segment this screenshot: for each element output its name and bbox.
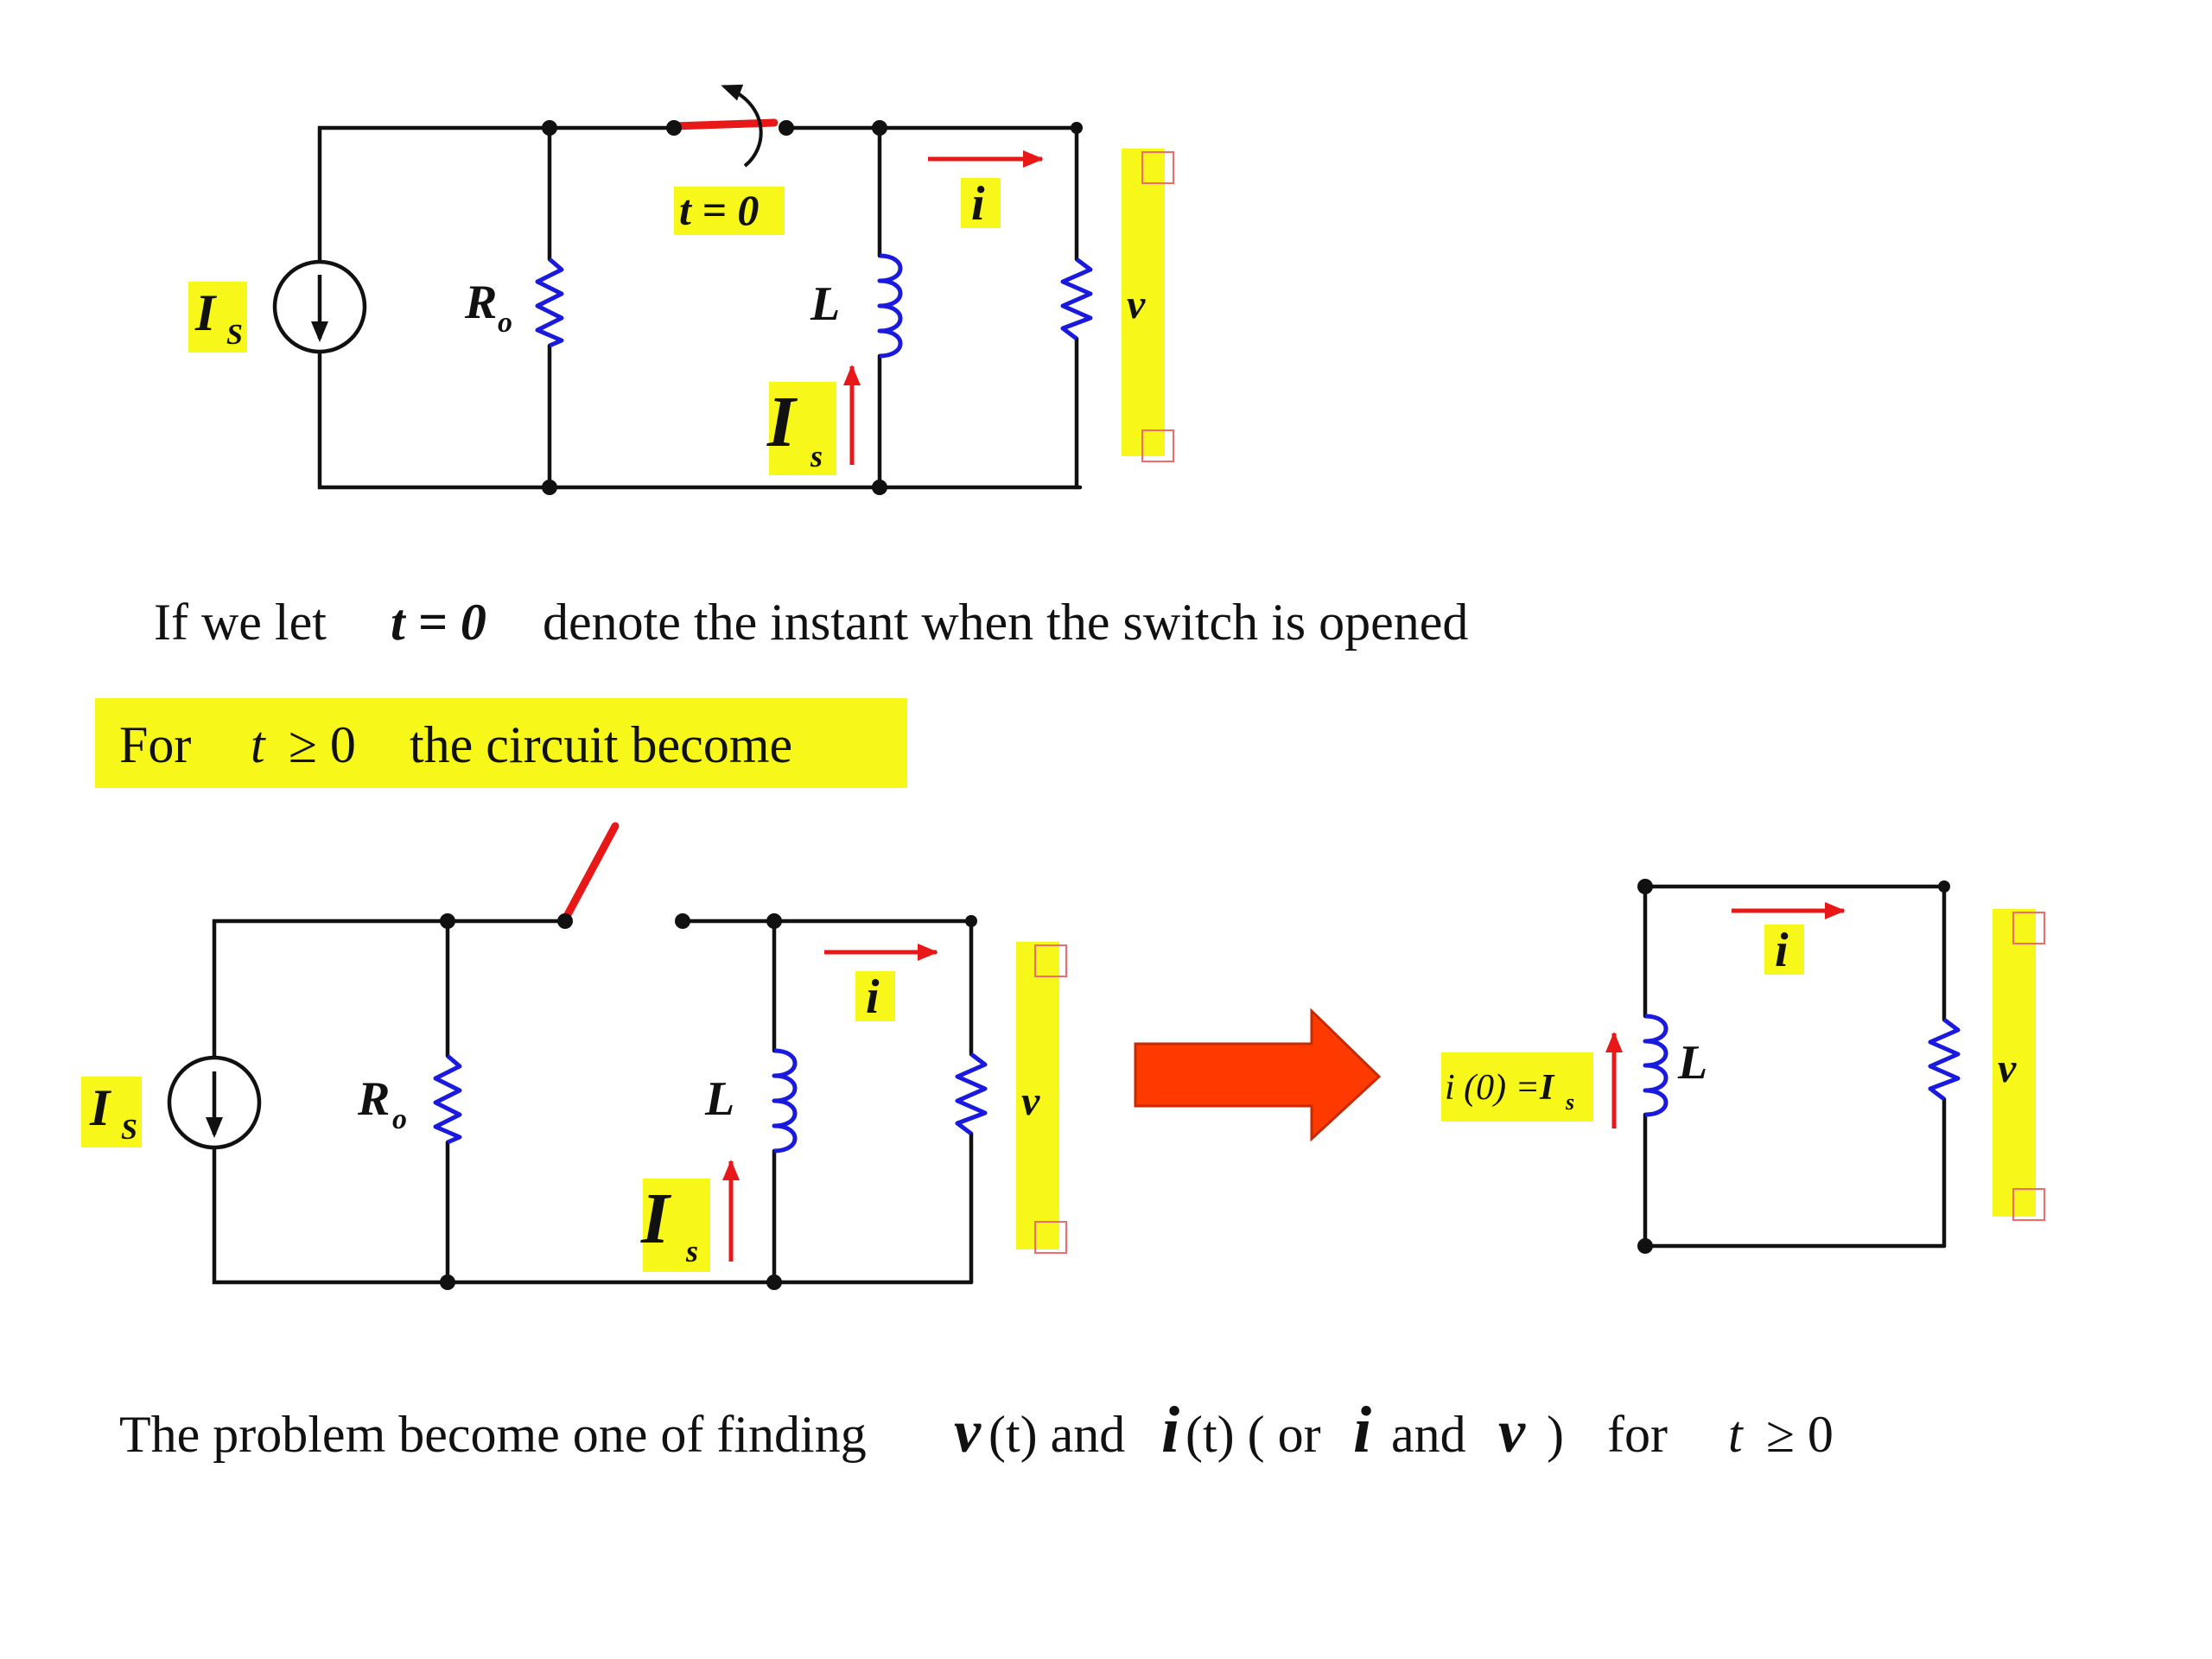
sentence2-highlight: [95, 698, 907, 788]
resistor-label: R: [464, 276, 497, 329]
sentence-1: If we let t = 0 denote the instant when …: [154, 594, 1468, 651]
initial-condition-highlight: [1441, 1052, 1593, 1122]
load-resistor-icon: [1060, 257, 1093, 340]
load-resistor-icon: [1928, 1018, 1961, 1101]
node: [557, 913, 573, 929]
node: [872, 480, 887, 495]
inductor-icon: [772, 1048, 798, 1154]
switch-blade-icon: [670, 118, 779, 130]
voltage-minus-terminal: [2012, 1188, 2045, 1221]
node: [542, 120, 557, 136]
current-label-highlight: [961, 178, 1001, 228]
resistor-ro-icon: [535, 257, 564, 348]
source-label: I: [89, 1079, 112, 1136]
voltage-minus-terminal: [1034, 1221, 1067, 1254]
top-circuit: I S R o t = 0 L i v I s: [188, 84, 1174, 495]
voltage-label-highlight: [1016, 942, 1059, 1249]
sentence2-op: ≥ 0: [289, 716, 356, 773]
source-label-sub: S: [121, 1114, 137, 1146]
node: [440, 913, 455, 929]
switch-blade-open-icon: [561, 822, 620, 924]
sentence3-i1: i: [1161, 1394, 1179, 1466]
sentence2-pre: For: [119, 716, 191, 773]
voltage-plus-terminal: [1141, 151, 1174, 184]
node: [779, 120, 794, 136]
source-label: I: [194, 284, 218, 341]
node: [675, 913, 690, 929]
sentence3-op: ≥ 0: [1766, 1406, 1834, 1463]
voltage-plus-terminal: [1034, 944, 1067, 977]
node: [766, 1274, 782, 1290]
inductor-label: L: [1677, 1036, 1707, 1090]
source-label-highlight: [81, 1077, 142, 1147]
inductor-current-sub: s: [810, 439, 823, 474]
inductor-icon: [1643, 1014, 1669, 1117]
sentence-2: For t ≥ 0 the circuit become: [95, 698, 907, 788]
sentence1-post: denote the instant when the switch is op…: [543, 594, 1468, 651]
switch-label: t = 0: [679, 186, 759, 234]
sentence3-p1: The problem become one of finding: [119, 1406, 867, 1463]
inductor-label: L: [704, 1072, 734, 1126]
sentence3-v1: v: [954, 1399, 982, 1465]
node: [965, 915, 977, 927]
source-label-highlight: [188, 282, 247, 353]
sentence2-post: the circuit become: [410, 716, 792, 773]
source-label-sub: S: [226, 319, 243, 351]
voltage-minus-terminal: [1141, 429, 1174, 462]
sentence2-var: t: [251, 716, 266, 773]
current-label-highlight: [855, 971, 895, 1021]
current-label: i: [971, 177, 985, 231]
inductor-current-sub: s: [685, 1234, 698, 1268]
voltage-label: v: [1127, 282, 1146, 327]
resistor-label: R: [357, 1072, 390, 1126]
voltage-label-highlight: [1993, 909, 2036, 1217]
inductor-current-label: I: [640, 1179, 672, 1259]
node: [1938, 880, 1950, 893]
inductor-current-highlight: [769, 382, 836, 475]
resistor-label-sub: o: [392, 1103, 407, 1135]
sentence3-p2: (t) and: [988, 1406, 1125, 1463]
node: [766, 913, 782, 929]
transition-arrow-icon: [1134, 1007, 1382, 1142]
load-resistor-icon: [955, 1052, 988, 1135]
initial-condition-var: I: [1539, 1068, 1555, 1108]
switch-label-highlight: [674, 187, 785, 235]
current-label-highlight: [1764, 925, 1804, 975]
resistor-label-sub: o: [498, 307, 512, 339]
sentence3-p5: ): [1547, 1406, 1564, 1463]
inductor-current-label: I: [766, 382, 798, 462]
sentence3-v2: v: [1498, 1399, 1526, 1465]
inductor-label: L: [810, 277, 840, 331]
inductor-current-highlight: [643, 1179, 710, 1272]
inductor-icon: [877, 253, 903, 359]
voltage-plus-terminal: [2012, 912, 2045, 944]
sentence3-p3: (t) ( or: [1185, 1406, 1321, 1463]
node: [1637, 879, 1653, 894]
sentence3-var: t: [1728, 1406, 1744, 1463]
bottom-circuit: I S R o L i v I s: [81, 822, 1067, 1290]
reduced-circuit: i (0) = I s L i v: [1441, 879, 2045, 1254]
sentence1-expr: t = 0: [391, 594, 486, 651]
node: [872, 120, 887, 136]
initial-condition-pre: i (0) =: [1445, 1068, 1540, 1108]
switch-open-arrow-icon: [721, 84, 763, 168]
sentence-3: The problem become one of finding v (t) …: [119, 1394, 1834, 1466]
sentence3-p6: for: [1607, 1406, 1668, 1463]
sentence1-pre: If we let: [154, 594, 327, 651]
voltage-label: v: [1021, 1078, 1040, 1124]
current-label: i: [1775, 924, 1789, 977]
node: [1637, 1238, 1653, 1254]
sentence3-i2: i: [1353, 1394, 1371, 1466]
sentence3-p4: and: [1391, 1406, 1466, 1463]
node: [666, 120, 682, 136]
voltage-label-highlight: [1122, 149, 1165, 456]
node: [542, 480, 557, 495]
node: [440, 1274, 455, 1290]
voltage-label: v: [1998, 1046, 2017, 1091]
resistor-ro-icon: [433, 1054, 462, 1145]
node: [1071, 122, 1083, 134]
current-label: i: [866, 970, 880, 1024]
initial-condition-sub: s: [1565, 1090, 1574, 1115]
